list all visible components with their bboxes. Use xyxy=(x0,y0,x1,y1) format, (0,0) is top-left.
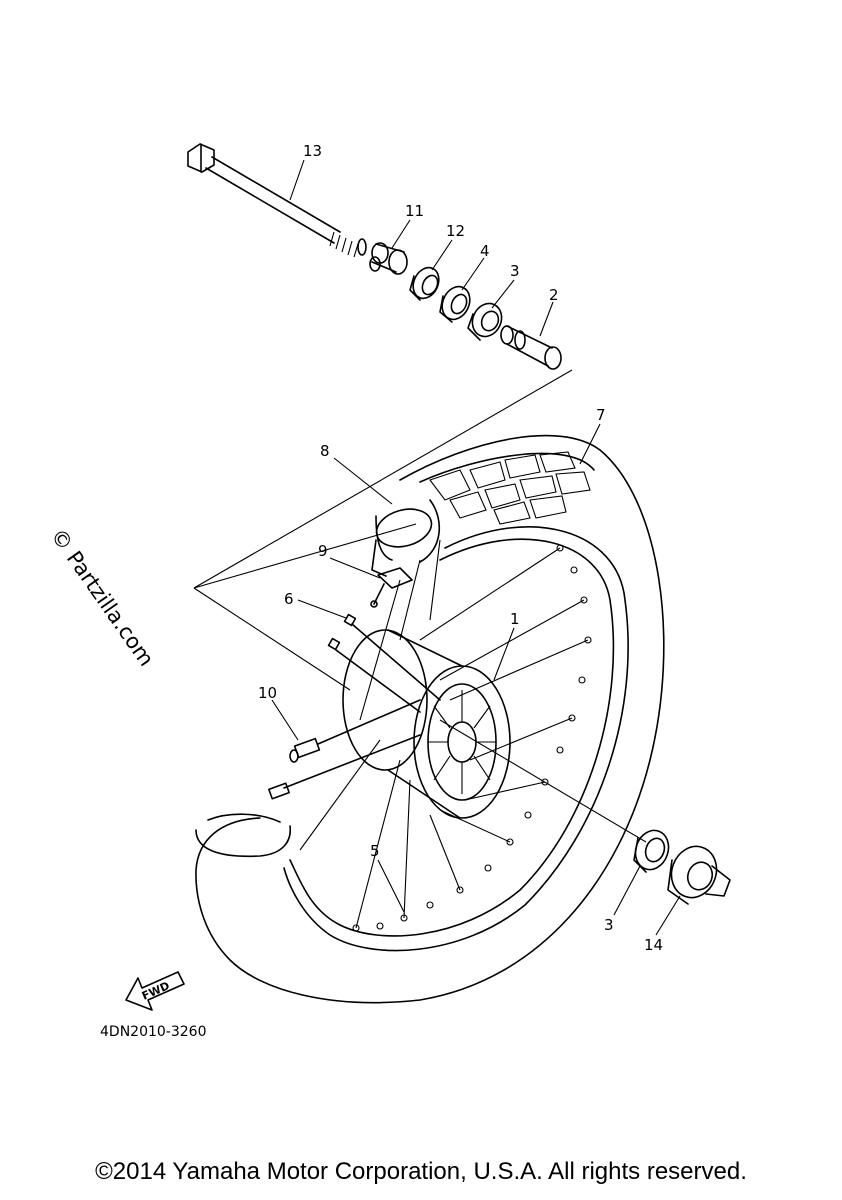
callout-3-upper: 3 xyxy=(510,262,520,280)
callout-5: 5 xyxy=(370,842,380,860)
callout-4: 4 xyxy=(480,242,490,260)
rim xyxy=(283,526,629,952)
bearing-3-lower xyxy=(633,829,670,873)
oil-seal xyxy=(409,266,440,301)
watermark: © Partzilla.com xyxy=(46,524,159,671)
bearing-4 xyxy=(439,285,471,323)
fwd-arrow: FWD xyxy=(125,971,185,1011)
explode-lines xyxy=(193,369,647,843)
callout-8: 8 xyxy=(320,442,330,460)
callout-2: 2 xyxy=(549,286,559,304)
spoke-set xyxy=(327,613,441,713)
spoke-set-10 xyxy=(268,699,421,800)
hub xyxy=(342,629,511,819)
spacer xyxy=(500,325,562,370)
callout-11: 11 xyxy=(405,202,424,220)
callout-10: 10 xyxy=(258,684,277,702)
axle xyxy=(187,143,367,258)
leader-lines xyxy=(271,159,681,936)
callout-3-lower: 3 xyxy=(604,916,614,934)
copyright-notice: ©2014 Yamaha Motor Corporation, U.S.A. A… xyxy=(95,1158,747,1185)
valve xyxy=(370,567,413,608)
drawing-code: 4DN2010-3260 xyxy=(100,1024,206,1040)
callout-6: 6 xyxy=(284,590,294,608)
tube xyxy=(371,499,441,577)
callout-7: 7 xyxy=(596,406,606,424)
callout-13: 13 xyxy=(303,142,322,160)
gear-unit xyxy=(667,845,731,905)
spokes xyxy=(299,539,589,929)
callout-14: 14 xyxy=(644,936,663,954)
tire xyxy=(195,434,665,1004)
callout-1: 1 xyxy=(510,610,520,628)
callout-9: 9 xyxy=(318,542,328,560)
collar xyxy=(369,242,408,275)
callouts: 13 11 12 4 3 2 7 8 9 6 1 10 5 3 14 xyxy=(258,142,663,954)
callout-12: 12 xyxy=(446,222,465,240)
